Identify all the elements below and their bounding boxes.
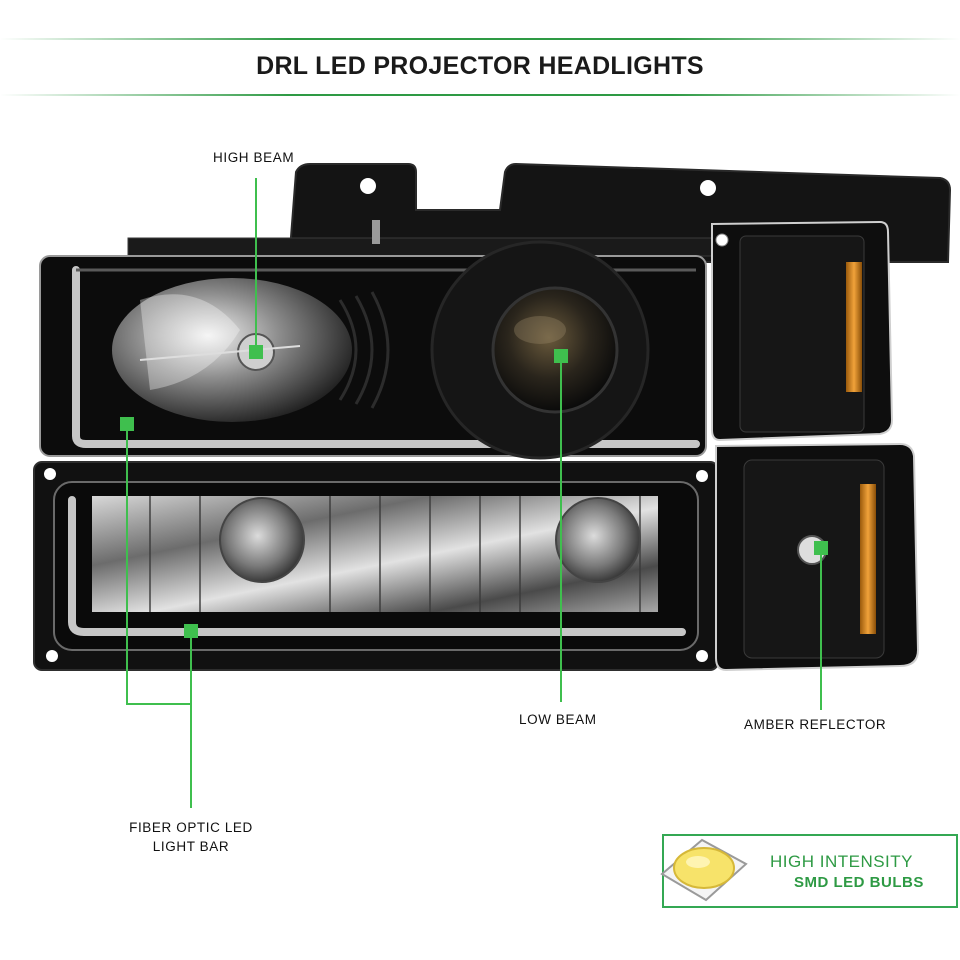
badge-line2: SMD LED BULBS bbox=[794, 874, 924, 891]
bulb-filament bbox=[139, 345, 301, 361]
lower-right-lens bbox=[555, 497, 641, 583]
lower-left-lens bbox=[219, 497, 305, 583]
high-beam-reflector bbox=[112, 278, 352, 422]
smd-led-badge: HIGH INTENSITY SMD LED BULBS bbox=[660, 834, 958, 908]
low-beam-marker bbox=[554, 349, 568, 363]
badge-line1: HIGH INTENSITY bbox=[770, 852, 914, 871]
bracket-hole bbox=[360, 178, 376, 194]
low-beam-label: LOW BEAM bbox=[519, 712, 597, 727]
fiber-optic-label-line1: FIBER OPTIC LED bbox=[129, 820, 253, 835]
mount-hole bbox=[696, 650, 708, 662]
high-beam-label: HIGH BEAM bbox=[213, 150, 295, 165]
corner-mount-hole bbox=[715, 233, 729, 247]
amber-reflector-marker bbox=[814, 541, 828, 555]
callout-leaders bbox=[126, 178, 822, 808]
mount-hole bbox=[696, 470, 708, 482]
fiber-optic-marker-lower bbox=[184, 624, 198, 638]
fiber-optic-label-line2: LIGHT BAR bbox=[152, 839, 230, 854]
upper-rear-frame bbox=[127, 237, 719, 257]
reflector-highlight bbox=[140, 294, 240, 390]
chrome-facets bbox=[149, 496, 641, 612]
upper-corner-lens bbox=[739, 235, 865, 433]
mount-hole bbox=[46, 650, 58, 662]
amber-reflector-label: AMBER REFLECTOR bbox=[744, 717, 887, 732]
header-top-rule bbox=[0, 38, 960, 40]
fiber-optic-label: FIBER OPTIC LED LIGHT BAR bbox=[118, 818, 264, 856]
mount-hole bbox=[44, 468, 56, 480]
upper-amber-reflector bbox=[846, 262, 862, 392]
smd-led-chip-icon bbox=[660, 838, 748, 902]
center-ribs bbox=[338, 291, 390, 409]
high-beam-marker bbox=[249, 345, 263, 359]
header-bottom-rule bbox=[0, 94, 960, 96]
adjuster-screw bbox=[372, 220, 380, 244]
lower-led-light-bar bbox=[68, 496, 686, 636]
page-title: DRL LED PROJECTOR HEADLIGHTS bbox=[256, 52, 704, 80]
header-banner: DRL LED PROJECTOR HEADLIGHTS bbox=[0, 38, 960, 96]
upper-led-light-bar bbox=[72, 266, 700, 448]
lower-amber-reflector bbox=[860, 484, 876, 634]
fiber-optic-marker-upper bbox=[120, 417, 134, 431]
bracket-hole bbox=[700, 180, 716, 196]
lens-highlight bbox=[514, 316, 566, 344]
